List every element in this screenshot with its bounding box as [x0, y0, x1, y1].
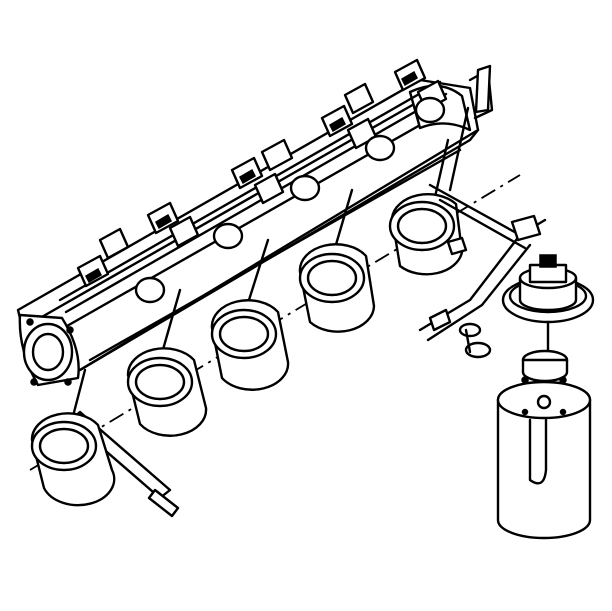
- bearing-ring: [210, 299, 290, 391]
- magnetic-base: [496, 349, 592, 540]
- dial-indicator: [501, 254, 595, 352]
- bearing-ring: [126, 347, 208, 437]
- bearing-ring: [298, 243, 376, 333]
- bearing-ring: [388, 193, 464, 276]
- cam-lobe: [146, 201, 180, 235]
- cam-lobe: [260, 138, 294, 172]
- cam-lobe: [253, 172, 285, 205]
- cam-journal: [212, 222, 244, 250]
- cam-lobe: [343, 82, 375, 115]
- cam-lobe: [168, 215, 200, 248]
- cam-journal: [134, 276, 166, 304]
- cam-journal: [364, 134, 396, 162]
- alignment-bar-tip: [147, 488, 180, 518]
- indicator-bracket: [418, 64, 547, 359]
- cam-lobe: [98, 227, 130, 260]
- cam-lobe: [393, 58, 427, 92]
- cam-journal: [414, 96, 446, 124]
- bearing-ring: [30, 412, 116, 507]
- cam-journal: [289, 174, 321, 202]
- cam-lobe: [230, 156, 264, 190]
- cam-lobe: [76, 254, 110, 288]
- locating-rod: [70, 368, 87, 422]
- cam-lobe: [320, 104, 354, 138]
- camshaft: [58, 58, 448, 314]
